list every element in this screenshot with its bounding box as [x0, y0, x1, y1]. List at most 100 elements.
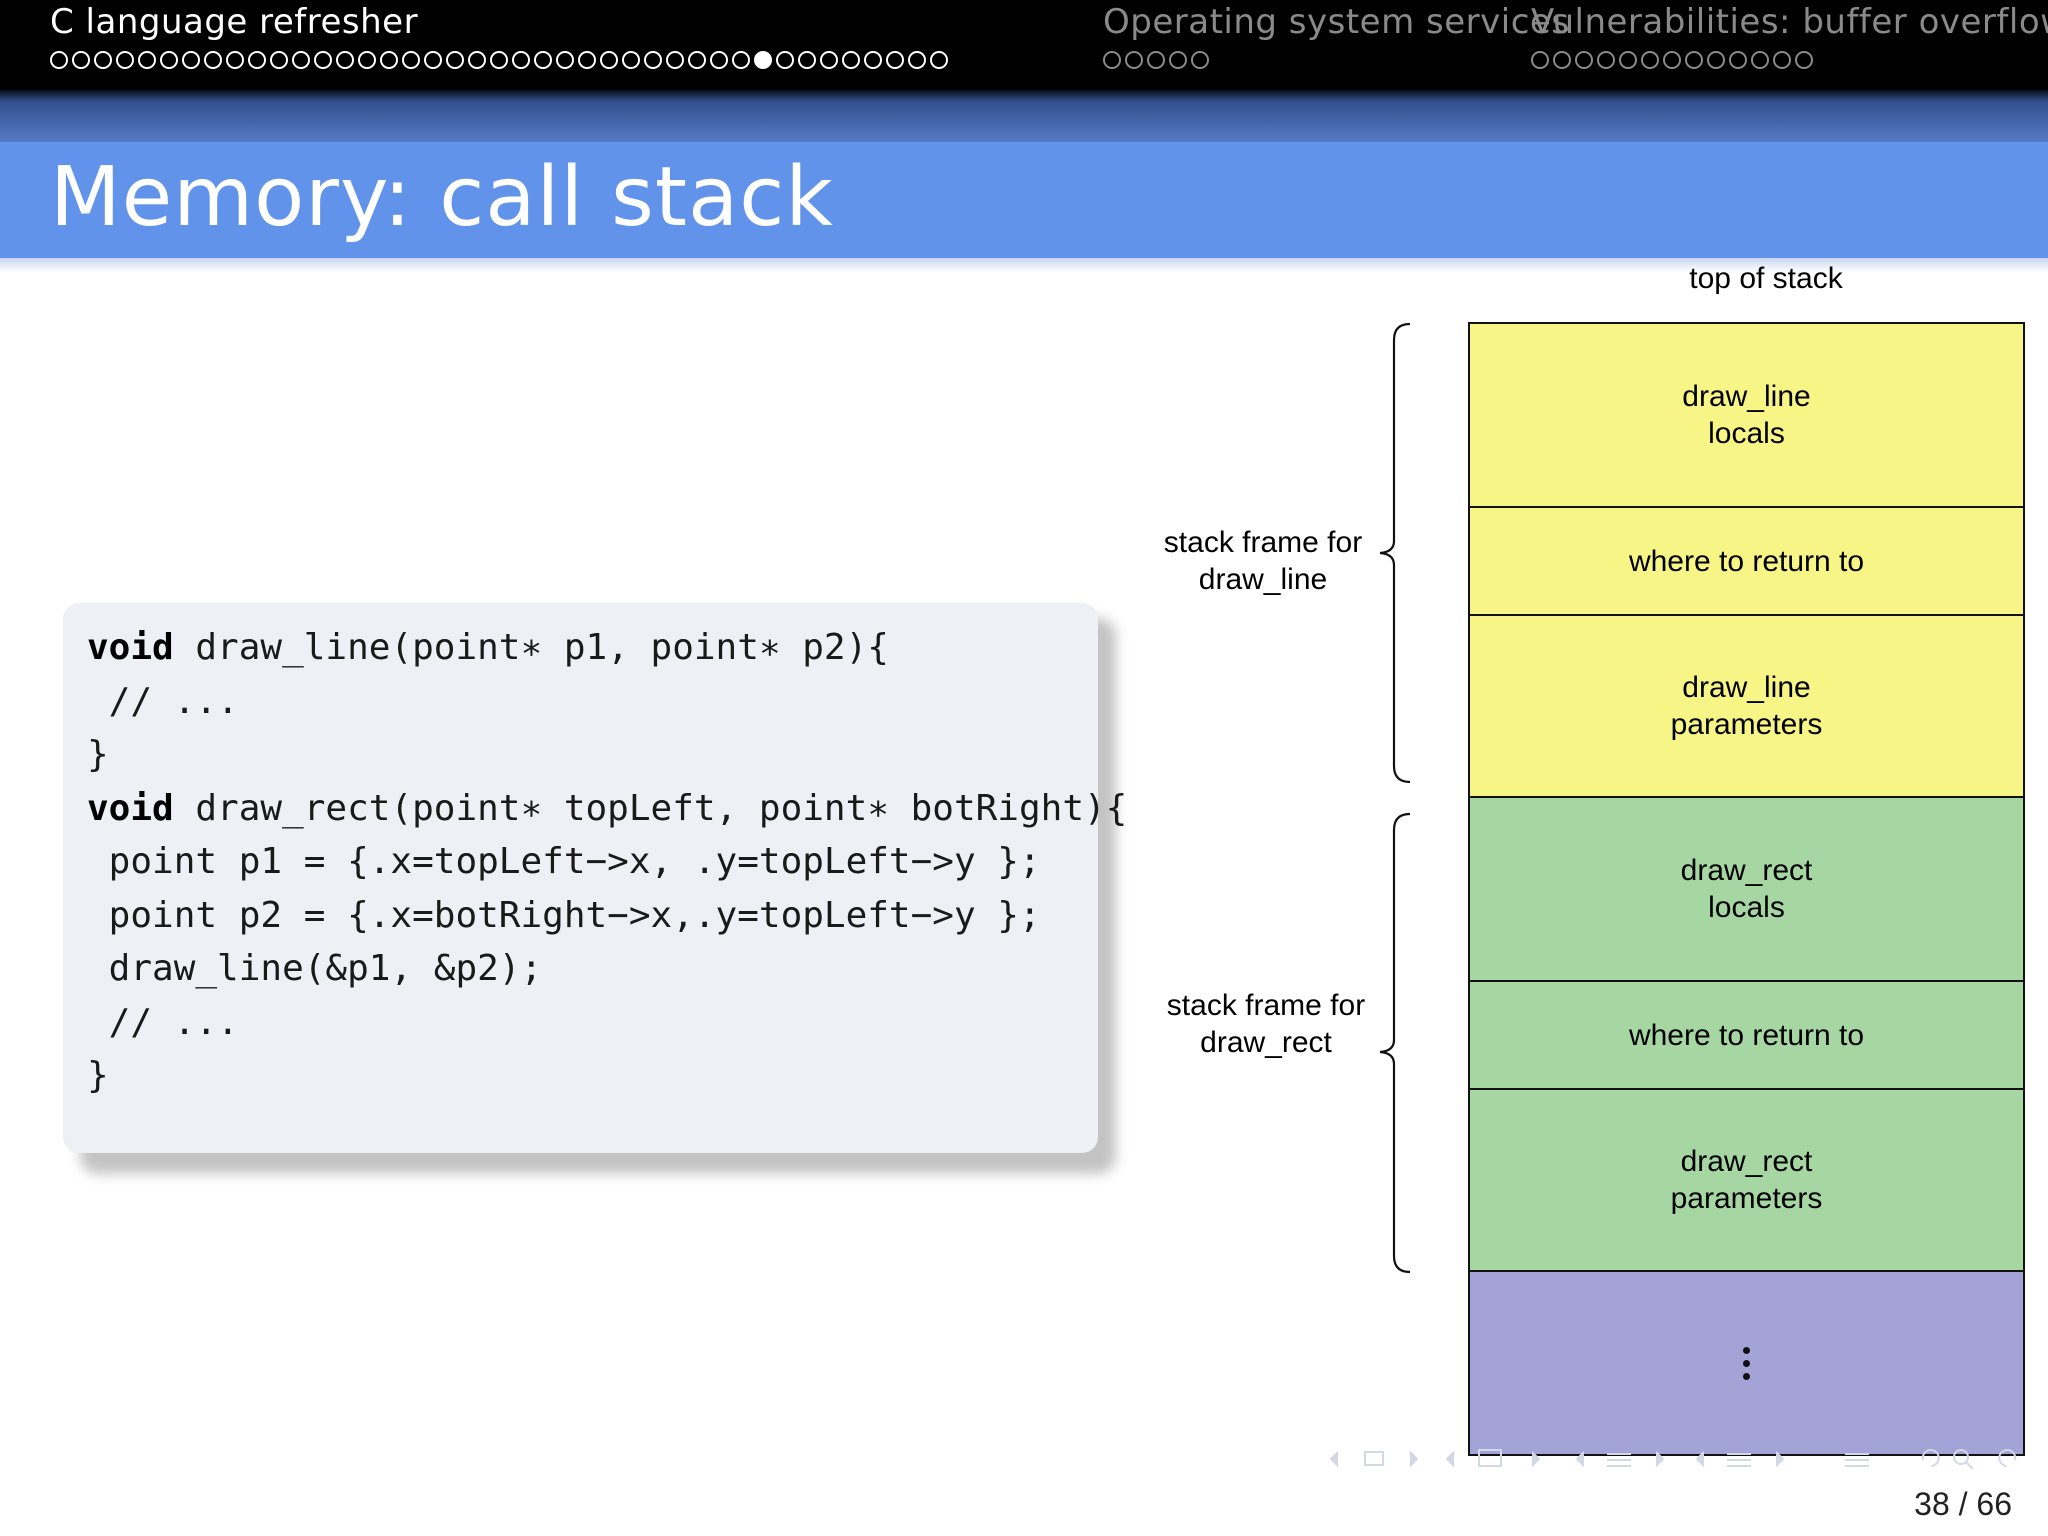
nav-section-icon — [1607, 1453, 1631, 1467]
nav-section-title[interactable]: Operating system services — [1103, 2, 1570, 42]
nav-dot[interactable] — [160, 51, 178, 69]
nav-dot[interactable] — [1795, 51, 1813, 69]
nav-dot[interactable] — [1597, 51, 1615, 69]
nav-dot[interactable] — [336, 51, 354, 69]
nav-forward-icon — [1998, 1449, 2017, 1467]
nav-dot[interactable] — [1663, 51, 1681, 69]
nav-dot[interactable] — [138, 51, 156, 69]
nav-dot[interactable] — [248, 51, 266, 69]
stack-cell-label: where to return to — [1628, 1018, 1865, 1052]
nav-dot[interactable] — [270, 51, 288, 69]
nav-dot[interactable] — [600, 51, 618, 69]
code-text: draw_line(point∗ p1, point∗ p2){ — [173, 627, 889, 668]
nav-next-subsection-icon — [1532, 1450, 1541, 1468]
nav-prev-document-icon — [1695, 1450, 1704, 1468]
code-text: } — [87, 734, 109, 775]
nav-dot[interactable] — [402, 51, 420, 69]
nav-dot[interactable] — [732, 51, 750, 69]
nav-dot[interactable] — [886, 51, 904, 69]
nav-dot[interactable] — [842, 51, 860, 69]
code-text: point p1 = {.x=topLeft−>x, .y=topLeft−>y… — [87, 841, 1041, 882]
nav-dot[interactable] — [710, 51, 728, 69]
nav-dot[interactable] — [1641, 51, 1659, 69]
nav-dot[interactable] — [1531, 51, 1549, 69]
nav-dot[interactable] — [1619, 51, 1637, 69]
stack-cell-draw-line-locals: draw_line locals — [1468, 322, 2025, 508]
nav-dot[interactable] — [930, 51, 948, 69]
nav-dot[interactable] — [1191, 51, 1209, 69]
nav-section-progress-dots — [50, 50, 948, 72]
nav-dot[interactable] — [182, 51, 200, 69]
nav-next-frame-icon — [1410, 1450, 1419, 1468]
nav-dot[interactable] — [622, 51, 640, 69]
nav-dot[interactable] — [358, 51, 376, 69]
nav-dot[interactable] — [380, 51, 398, 69]
nav-document-icon — [1727, 1453, 1751, 1467]
nav-dot[interactable] — [666, 51, 684, 69]
nav-dot[interactable] — [490, 51, 508, 69]
nav-dot[interactable] — [116, 51, 134, 69]
nav-dot[interactable] — [820, 51, 838, 69]
nav-dot[interactable] — [1685, 51, 1703, 69]
nav-dot[interactable] — [864, 51, 882, 69]
nav-dot[interactable] — [798, 51, 816, 69]
nav-dot[interactable] — [1147, 51, 1165, 69]
stack-cell-draw-rect-locals: draw_rect locals — [1468, 796, 2025, 982]
nav-dot[interactable] — [776, 51, 794, 69]
stack-cell-draw-line-return-address: where to return to — [1468, 506, 2025, 616]
code-keyword: void — [87, 787, 174, 829]
section-navigation-bar: C language refresher Operating system se… — [0, 0, 2048, 90]
stack-cell-draw-rect-return-address: where to return to — [1468, 980, 2025, 1090]
nav-dot[interactable] — [424, 51, 442, 69]
nav-appendix-icon — [1845, 1453, 1869, 1467]
nav-dot[interactable] — [1773, 51, 1791, 69]
nav-frame-icon — [1364, 1451, 1384, 1466]
vertical-ellipsis — [1743, 1346, 1750, 1380]
nav-dot[interactable] — [1553, 51, 1571, 69]
nav-dot[interactable] — [204, 51, 222, 69]
nav-dot[interactable] — [292, 51, 310, 69]
nav-dot-current[interactable] — [754, 51, 772, 69]
stack-cell-label: draw_line locals — [1682, 380, 1811, 450]
nav-section-title[interactable]: C language refresher — [50, 2, 419, 42]
slide-title: Memory: call stack — [50, 150, 834, 245]
nav-dot[interactable] — [908, 51, 926, 69]
nav-dot[interactable] — [1729, 51, 1747, 69]
nav-next-section-icon — [1656, 1450, 1665, 1468]
stack-cell-label: draw_rect locals — [1680, 854, 1813, 924]
nav-dot[interactable] — [446, 51, 464, 69]
nav-dot[interactable] — [226, 51, 244, 69]
nav-subsection-icon — [1478, 1449, 1502, 1467]
nav-dot[interactable] — [468, 51, 486, 69]
draw-rect-frame-brace — [1379, 812, 1411, 1274]
nav-dot[interactable] — [688, 51, 706, 69]
nav-dot[interactable] — [1125, 51, 1143, 69]
nav-dot[interactable] — [94, 51, 112, 69]
code-text: point p2 = {.x=botRight−>x,.y=topLeft−>y… — [87, 894, 1041, 936]
nav-dot[interactable] — [534, 51, 552, 69]
nav-dot[interactable] — [578, 51, 596, 69]
stack-cell-draw-line-parameters: draw_line parameters — [1468, 614, 2025, 798]
ellipsis-dot — [1743, 1372, 1750, 1380]
nav-dot[interactable] — [512, 51, 530, 69]
nav-section-title[interactable]: Vulnerabilities: buffer overflows — [1531, 2, 2048, 42]
nav-dot[interactable] — [556, 51, 574, 69]
nav-dot[interactable] — [50, 51, 68, 69]
nav-dot[interactable] — [1103, 51, 1121, 69]
code-block: void draw_line(point∗ p1, point∗ p2){ //… — [63, 603, 1127, 1153]
nav-dot[interactable] — [1169, 51, 1187, 69]
nav-dot[interactable] — [314, 51, 332, 69]
nav-search-handle — [1965, 1461, 1974, 1470]
nav-dot[interactable] — [1575, 51, 1593, 69]
code-line: // ... — [87, 675, 1098, 729]
nav-section-progress-dots — [1103, 50, 1209, 72]
nav-dot[interactable] — [72, 51, 90, 69]
nav-dot[interactable] — [1707, 51, 1725, 69]
code-text: // ... — [87, 1001, 239, 1043]
nav-prev-section-icon — [1575, 1450, 1584, 1468]
nav-dot[interactable] — [1751, 51, 1769, 69]
page-number: 38 / 66 — [1914, 1486, 2012, 1522]
nav-section-progress-dots — [1531, 50, 1813, 72]
nav-dot[interactable] — [644, 51, 662, 69]
nav-back-icon — [1921, 1449, 1940, 1467]
